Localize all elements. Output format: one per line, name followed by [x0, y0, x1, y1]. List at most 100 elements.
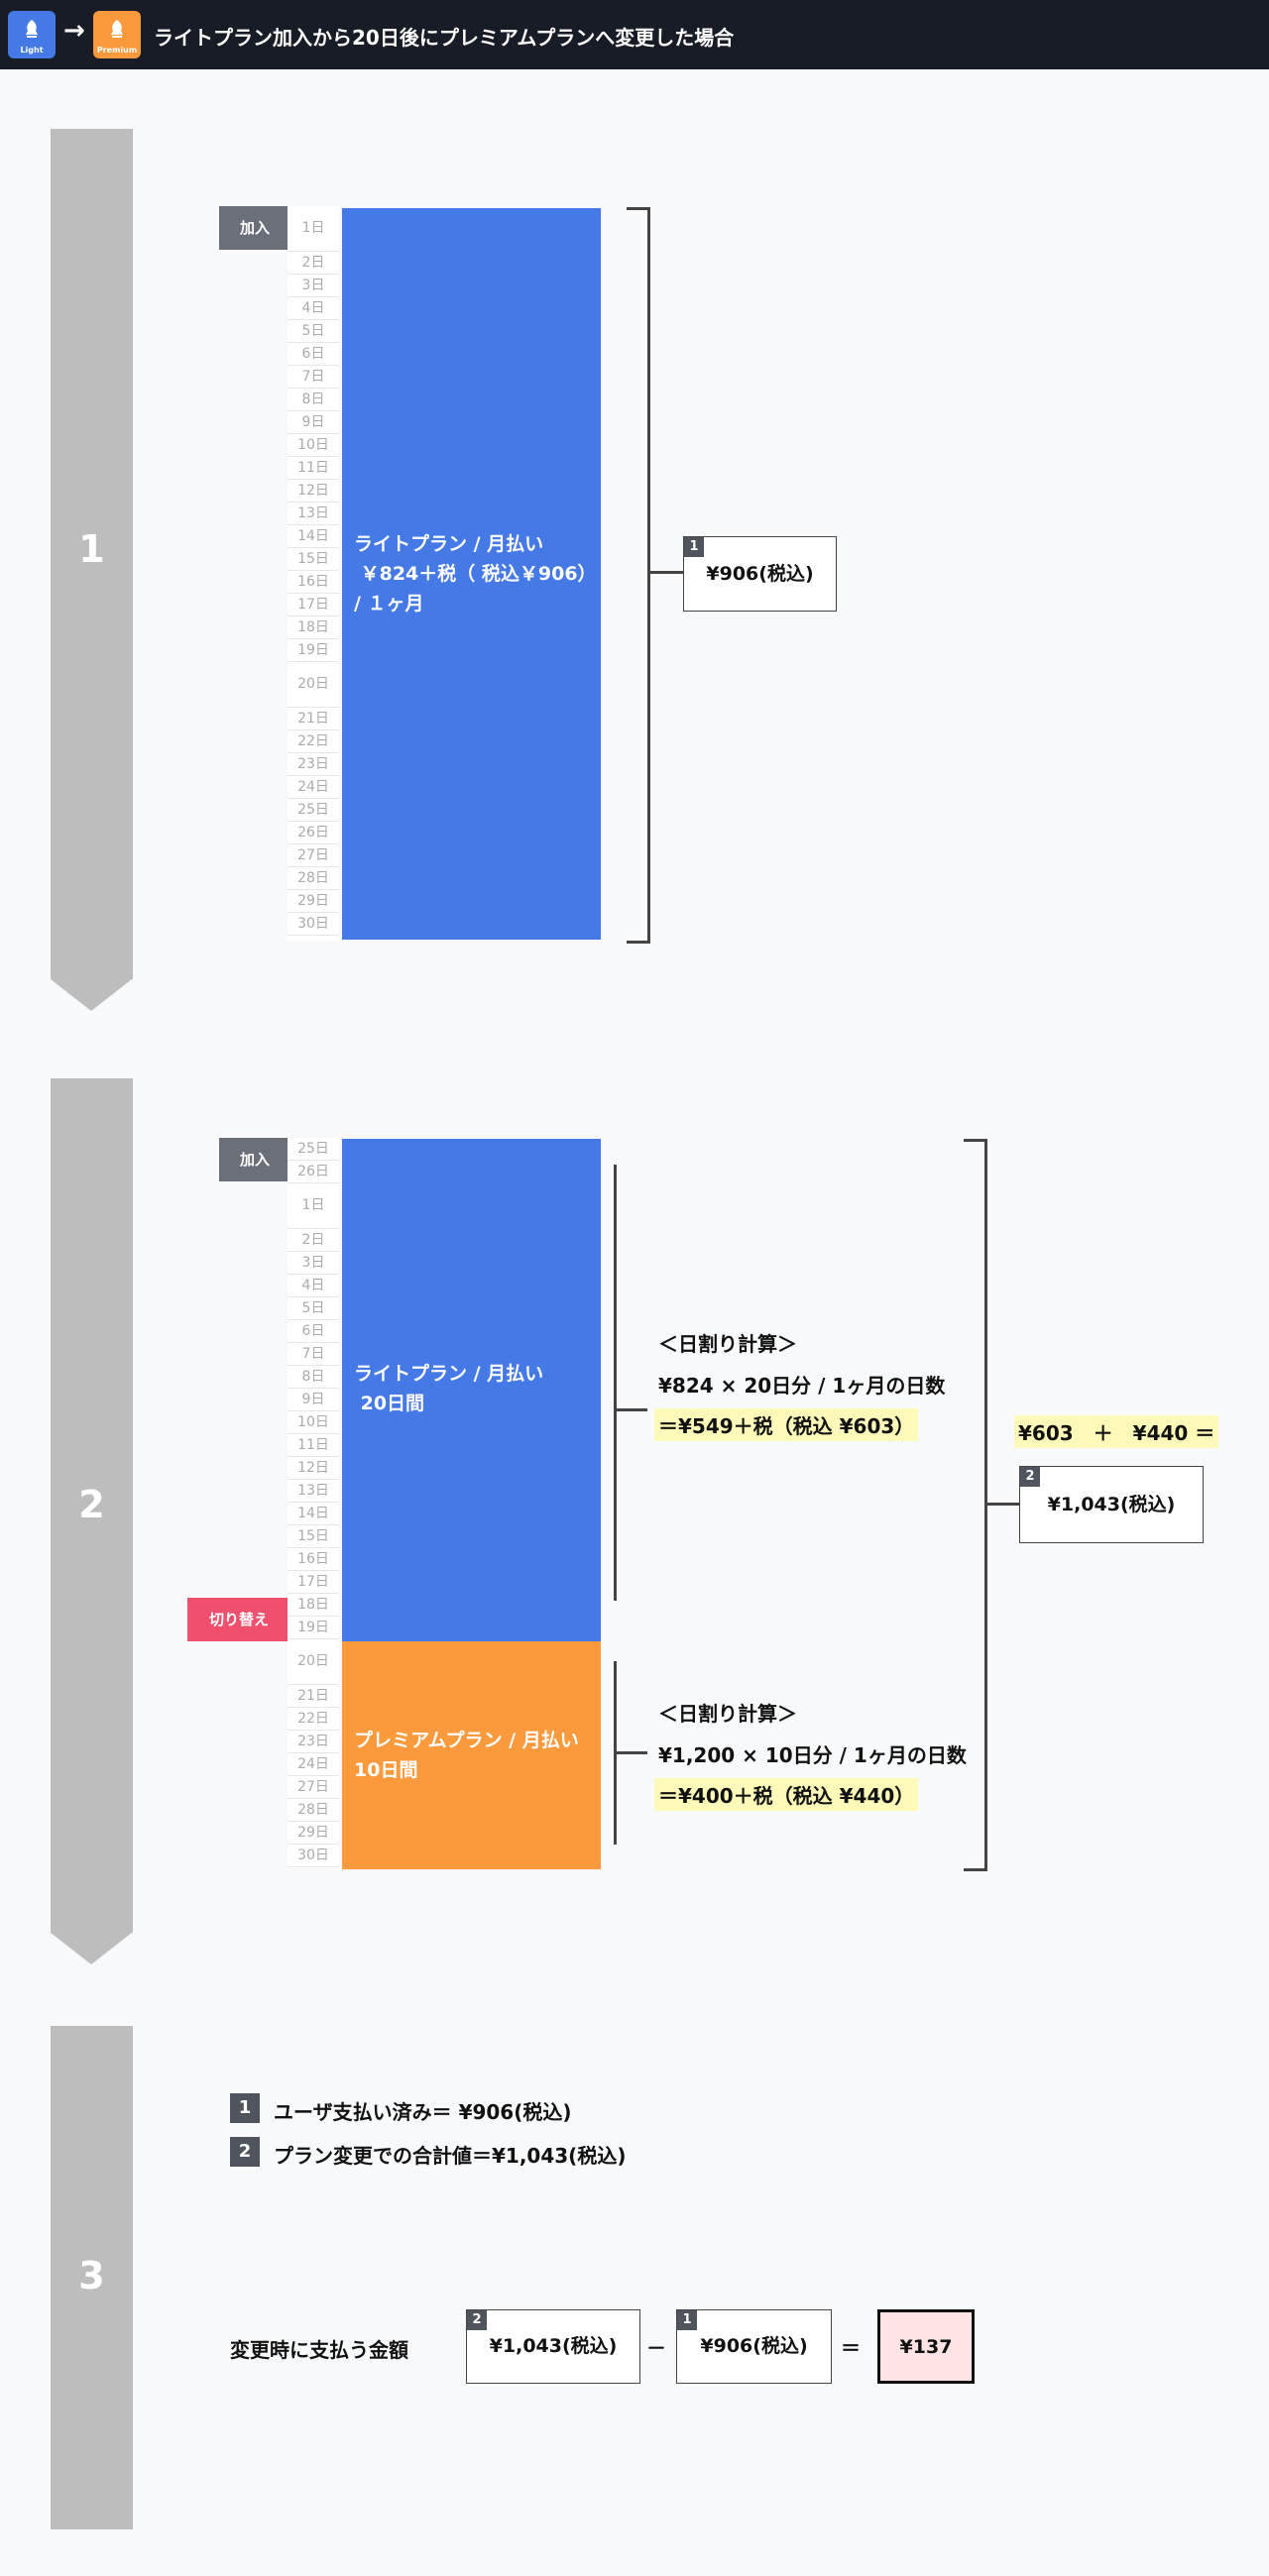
- day-label: 24日: [288, 776, 339, 799]
- sum-formula: ¥603 ＋ ¥440 ＝: [1014, 1415, 1219, 1448]
- step-3-bar: 3: [51, 2026, 133, 2529]
- day-label: 20日: [288, 1639, 339, 1685]
- join-tag: 加入: [219, 206, 304, 250]
- day-label: 29日: [288, 890, 339, 913]
- arrow-right-icon: →: [63, 16, 85, 46]
- step-number: 3: [78, 2254, 105, 2297]
- summary-paid: ユーザ支払い済み＝ ¥906(税込): [274, 2100, 572, 2124]
- day-label: 19日: [288, 1617, 339, 1639]
- day-label: 4日: [288, 297, 339, 320]
- light-plan-label: Light: [20, 46, 44, 55]
- day-label: 28日: [288, 1799, 339, 1822]
- day-label: 28日: [288, 867, 339, 890]
- day-label: 8日: [288, 389, 339, 411]
- bracket-bottom: [964, 1868, 986, 1871]
- day-label: 22日: [288, 1708, 339, 1731]
- step-2-bar: 2: [51, 1078, 133, 1964]
- total-amount-box: 2 ¥1,043(税込): [466, 2309, 640, 2384]
- badge-2: 2: [1020, 1467, 1040, 1487]
- day-label: 11日: [288, 1434, 339, 1457]
- day-label: 19日: [288, 639, 339, 662]
- day-label: 3日: [288, 1252, 339, 1275]
- day-label: 6日: [288, 1320, 339, 1343]
- day-label: 24日: [288, 1753, 339, 1776]
- day-label: 20日: [288, 662, 339, 708]
- light-plan-block: ライトプラン / 月払い ￥824＋税（ 税込￥906） / １ヶ月: [342, 208, 601, 940]
- day-label: 26日: [288, 1161, 339, 1183]
- premium-plan-text: プレミアムプラン / 月払い 10日間: [354, 1730, 579, 1781]
- badge-2: 2: [230, 2137, 260, 2167]
- day-label: 29日: [288, 1822, 339, 1845]
- total-amount-box: 2 ¥1,043(税込): [1019, 1466, 1204, 1543]
- day-label: 1日: [288, 1183, 339, 1229]
- step-1-bar: 1: [51, 129, 133, 1011]
- day-label: 23日: [288, 1731, 339, 1753]
- calc1-result: ＝¥549＋税（税込 ¥603）: [654, 1408, 919, 1441]
- day-label: 4日: [288, 1275, 339, 1297]
- bracket-top: [627, 207, 649, 210]
- light-plan-icon: Light: [8, 11, 56, 58]
- bracket-vertical: [984, 1139, 987, 1871]
- day-label: 2日: [288, 1229, 339, 1252]
- day-label: 2日: [288, 252, 339, 275]
- day-label: 8日: [288, 1366, 339, 1389]
- calc2-title: ＜日割り計算＞: [658, 1702, 797, 1726]
- calc1-bracket: [614, 1165, 617, 1601]
- total-amount-value: ¥1,043(税込): [1047, 1494, 1176, 1515]
- day-label: 14日: [288, 1503, 339, 1525]
- calc2-formula: ¥1,200 × 10日分 / 1ヶ月の日数: [658, 1743, 967, 1767]
- day-label: 26日: [288, 822, 339, 844]
- day-label: 12日: [288, 1457, 339, 1480]
- day-label: 9日: [288, 1389, 339, 1411]
- badge-1: 1: [684, 537, 704, 557]
- day-label: 7日: [288, 366, 339, 389]
- day-label: 18日: [288, 616, 339, 639]
- bracket-top: [964, 1139, 986, 1142]
- page-title: ライトプラン加入から20日後にプレミアムプランへ変更した場合: [154, 26, 735, 50]
- light-plan-block: ライトプラン / 月払い 20日間: [342, 1139, 601, 1641]
- day-label: 27日: [288, 844, 339, 867]
- day-label: 23日: [288, 753, 339, 776]
- light-plan-text: ライトプラン / 月払い 20日間: [354, 1363, 544, 1414]
- step-arrow-tip: [51, 1933, 132, 1964]
- join-tag: 加入: [219, 1138, 304, 1181]
- paid-amount-box: 1 ¥906(税込): [676, 2309, 832, 2384]
- day-label: 5日: [288, 320, 339, 343]
- day-label: 15日: [288, 548, 339, 571]
- day-label: 7日: [288, 1343, 339, 1366]
- paid-amount-value: ¥906(税込): [700, 2335, 808, 2357]
- switch-tag: 切り替え: [187, 1598, 304, 1641]
- day-label: 11日: [288, 457, 339, 480]
- bracket-connector: [649, 571, 683, 574]
- payment-label: 変更時に支払う金額: [230, 2338, 408, 2362]
- badge-1: 1: [677, 2310, 697, 2330]
- summary-total: プラン変更での合計値＝¥1,043(税込): [274, 2144, 627, 2168]
- calc2-bracket: [614, 1661, 617, 1845]
- step-number: 2: [78, 1483, 105, 1526]
- day-label: 30日: [288, 913, 339, 936]
- light-plan-text: ライトプラン / 月払い ￥824＋税（ 税込￥906） / １ヶ月: [354, 533, 597, 615]
- calc1-formula: ¥824 × 20日分 / 1ヶ月の日数: [658, 1374, 946, 1398]
- day-label: 16日: [288, 571, 339, 594]
- calc2-result: ＝¥400＋税（税込 ¥440）: [654, 1778, 919, 1811]
- day-label: 10日: [288, 434, 339, 457]
- result-box: ¥137: [877, 2309, 975, 2384]
- day-label: 21日: [288, 708, 339, 730]
- day-label: 14日: [288, 525, 339, 548]
- day-label: 3日: [288, 275, 339, 297]
- badge-1: 1: [230, 2093, 260, 2123]
- day-label: 6日: [288, 343, 339, 366]
- day-label: 21日: [288, 1685, 339, 1708]
- total-amount-value: ¥1,043(税込): [489, 2335, 618, 2357]
- header-bar: Light → Premium ライトプラン加入から20日後にプレミアムプランへ…: [0, 0, 1269, 69]
- day-label: 17日: [288, 594, 339, 616]
- day-label: 27日: [288, 1776, 339, 1799]
- day-label: 25日: [288, 799, 339, 822]
- paid-amount-value: ¥906(税込): [706, 563, 814, 585]
- day-label: 25日: [288, 1138, 339, 1161]
- result-value: ¥137: [899, 2336, 953, 2358]
- premium-plan-label: Premium: [96, 46, 138, 55]
- badge-2: 2: [467, 2310, 487, 2330]
